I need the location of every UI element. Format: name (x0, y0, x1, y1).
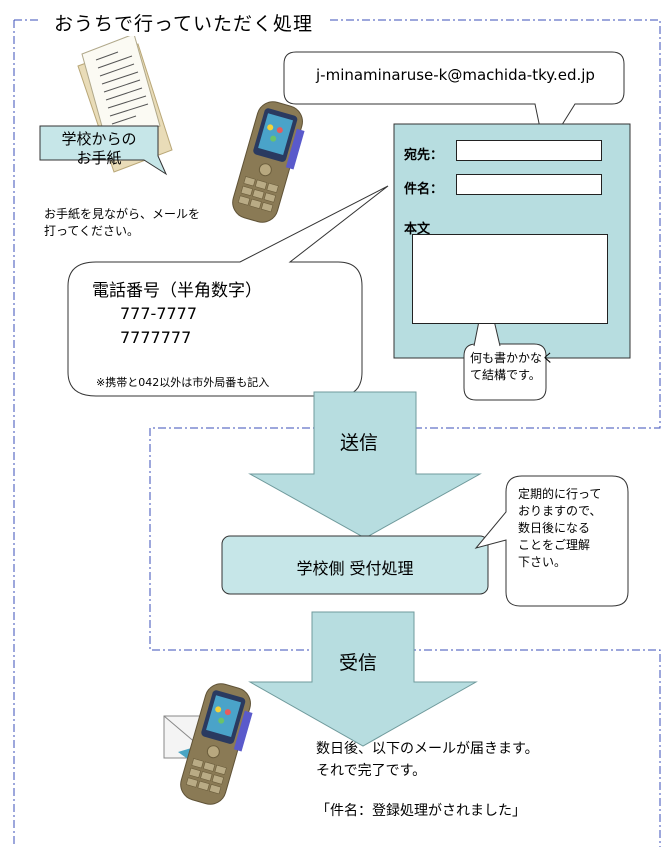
send-label: 送信 (340, 432, 379, 454)
subject-label: 件名： (404, 182, 444, 197)
send-arrow (248, 391, 482, 539)
process-box (221, 535, 489, 595)
completion-line1: 数日後、以下のメールが届きます。 (316, 741, 539, 757)
letter-label: 学校からの お手紙 (40, 130, 158, 168)
to-label: 宛先： (404, 148, 444, 163)
process-note-line2: おりますので、 (518, 504, 602, 518)
body-note-line2: て結構です。 (470, 368, 541, 382)
letter-instruction: お手紙を見ながら、メールを 打ってください。 (44, 206, 200, 240)
letter-label-box (39, 125, 168, 176)
phone-bubble-note: ※携帯と042以外は市外局番も記入 (96, 376, 270, 389)
body-field[interactable] (412, 234, 608, 324)
email-address: j-minaminaruse-k@machida-tky.ed.jp (316, 66, 595, 84)
letter-instruction-line2: 打ってください。 (44, 224, 140, 238)
letter-instruction-line1: お手紙を見ながら、メールを (44, 207, 201, 221)
process-note-line4: ことをご理解 (518, 538, 591, 552)
completion-line2: それで完了です。 (316, 763, 427, 779)
body-label: 本文 (404, 222, 431, 237)
receive-label: 受信 (339, 652, 378, 674)
phone-bubble-heading: 電話番号（半角数字） (92, 281, 262, 301)
phone-example-2: 7777777 (120, 328, 192, 347)
letter-label-line1: 学校からの (61, 130, 137, 148)
phone-example-1: 777-7777 (120, 304, 198, 323)
receive-arrow (248, 611, 478, 747)
body-note: 何も書かかなく て結構です。 (470, 350, 554, 384)
phone-icon-top (232, 101, 305, 223)
letter-icon (77, 33, 173, 173)
subject-field[interactable] (456, 174, 602, 195)
letter-label-line2: お手紙 (76, 149, 122, 167)
process-note-line5: 下さい。 (518, 555, 567, 569)
body-note-line1: 何も書かかなく (470, 351, 555, 365)
process-note-line3: 数日後になる (518, 521, 591, 535)
process-note-callout (474, 475, 629, 607)
frame-upper-right (14, 19, 661, 847)
process-box-label: 学校側 受付処理 (296, 559, 414, 578)
completion-subject: 「件名：登録処理がされました」 (316, 803, 526, 819)
process-note: 定期的に行って おりますので、 数日後になる ことをご理解 下さい。 (518, 486, 602, 571)
process-note-line1: 定期的に行って (518, 487, 602, 501)
body-note-box (463, 343, 547, 401)
phone-icon-bottom (180, 683, 253, 805)
page-title: おうちで行っていただく処理 (48, 9, 320, 36)
to-field[interactable] (456, 140, 602, 161)
